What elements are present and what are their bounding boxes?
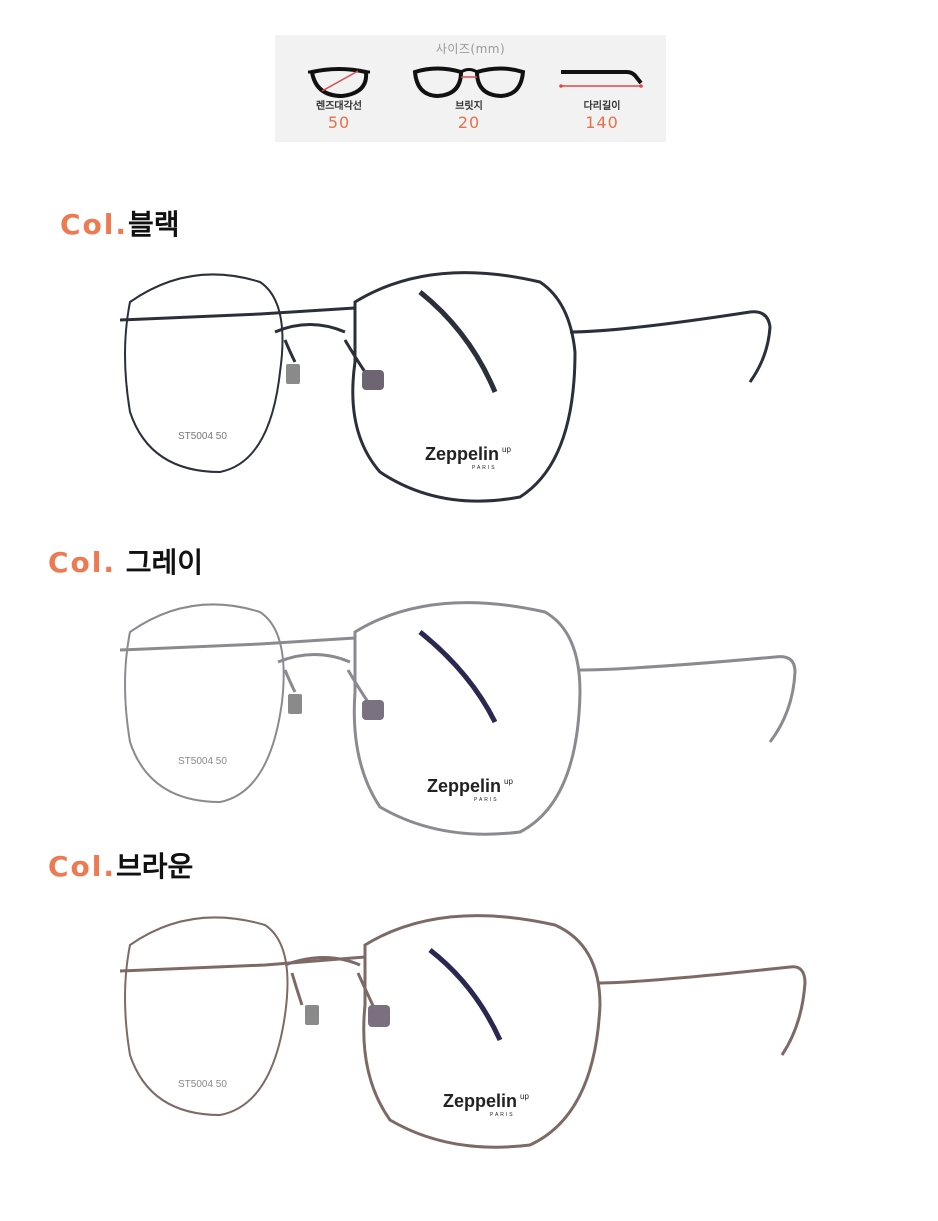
glasses-photo-brown: ST5004 50 Zeppelin up PARIS <box>100 905 810 1159</box>
brand-suffix: up <box>504 777 513 786</box>
color-prefix: Col. <box>48 546 117 579</box>
brand-name: Zeppelin <box>443 1091 517 1111</box>
brand-sub: PARIS <box>474 797 499 803</box>
brand-logo: Zeppelin up PARIS <box>427 776 513 803</box>
brand-logo: Zeppelin up PARIS <box>443 1091 529 1118</box>
brand-suffix: up <box>502 445 511 454</box>
glasses-illustration: ST5004 50 Zeppelin up PARIS <box>119 601 797 836</box>
color-heading-brown: Col.브라운 <box>48 850 193 884</box>
glasses-photo-gray: ST5004 50 Zeppelin up PARIS <box>100 592 810 846</box>
model-mark: ST5004 50 <box>178 1079 227 1090</box>
brand-name: Zeppelin <box>427 776 501 796</box>
size-chart-title: 사이즈(mm) <box>435 42 506 56</box>
size-item-lens: 렌즈대각선 50 <box>279 63 399 133</box>
brand-suffix: up <box>520 1092 529 1101</box>
size-item-lens-value: 50 <box>327 113 351 132</box>
size-item-temple-value: 140 <box>585 113 619 132</box>
glasses-photo-black: ST5004 50 Zeppelin up PARIS <box>100 262 800 516</box>
brand-name: Zeppelin <box>425 444 499 464</box>
glasses-illustration: ST5004 50 Zeppelin up PARIS <box>119 914 807 1149</box>
model-mark: ST5004 50 <box>178 431 227 442</box>
brand-sub: PARIS <box>472 465 497 471</box>
model-mark: ST5004 50 <box>178 756 227 767</box>
size-item-bridge: 브릿지 20 <box>409 63 529 133</box>
temple-length-icon <box>559 70 643 88</box>
size-item-temple: 다리길이 140 <box>542 63 662 133</box>
color-prefix: Col. <box>60 208 129 241</box>
size-item-lens-label: 렌즈대각선 <box>316 101 362 112</box>
bridge-icon <box>412 66 526 99</box>
brand-sub: PARIS <box>490 1112 515 1118</box>
size-chart: 사이즈(mm) 렌즈대각선 50 브릿지 20 다리길이 140 <box>275 35 666 142</box>
size-item-bridge-value: 20 <box>457 113 481 132</box>
lens-diagonal-icon <box>308 67 370 99</box>
size-item-bridge-label: 브릿지 <box>455 101 483 112</box>
brand-logo: Zeppelin up PARIS <box>425 444 511 471</box>
color-name: 브라운 <box>116 850 194 883</box>
color-name: 블랙 <box>128 208 180 241</box>
color-prefix: Col. <box>48 850 117 883</box>
size-item-temple-label: 다리길이 <box>583 101 621 112</box>
color-heading-gray: Col. 그레이 <box>48 546 203 580</box>
color-name: 그레이 <box>116 546 204 579</box>
color-heading-black: Col.블랙 <box>60 208 180 242</box>
glasses-illustration: ST5004 50 Zeppelin up PARIS <box>119 271 772 503</box>
